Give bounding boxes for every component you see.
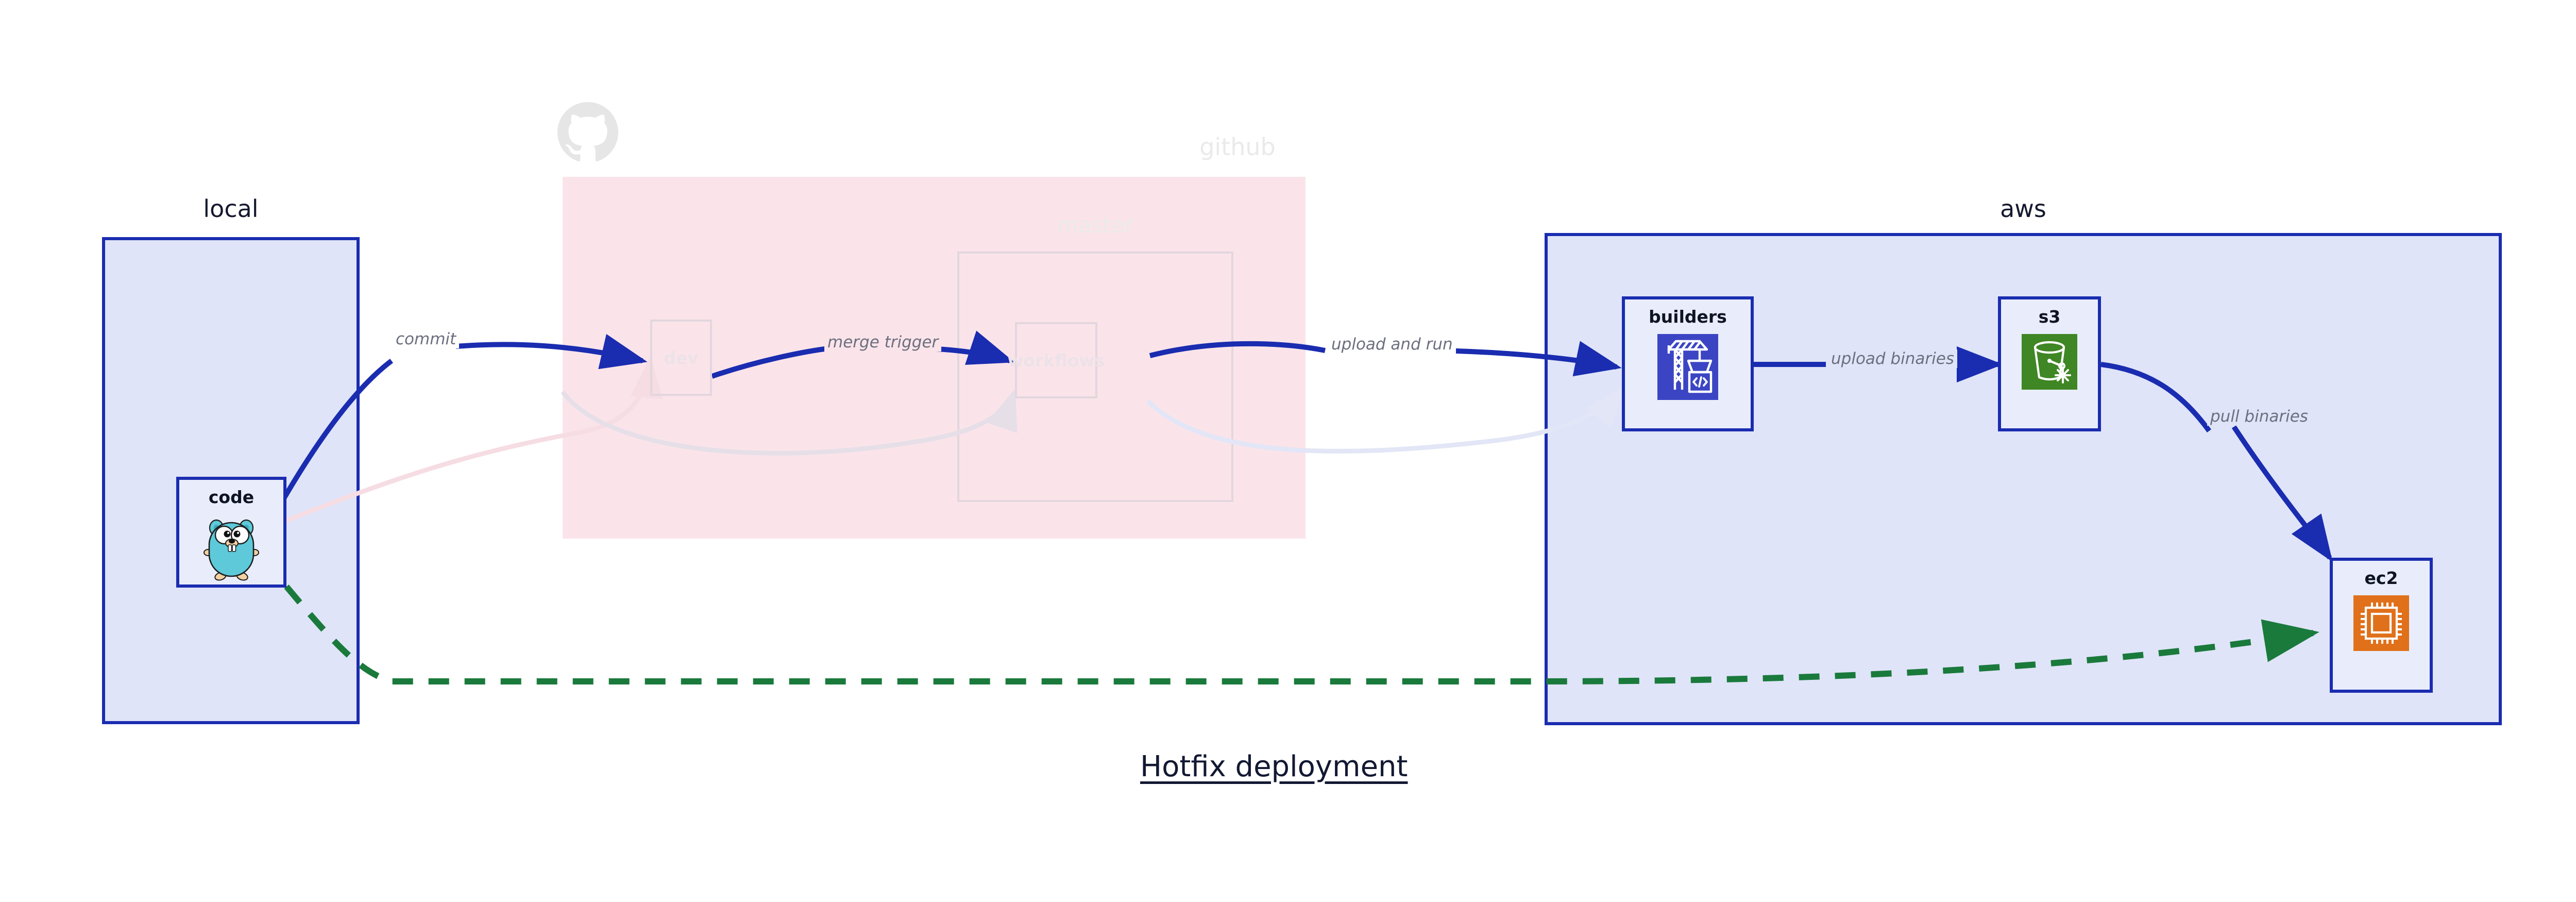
group-title-github: github <box>1199 133 1276 161</box>
aws-codebuild-icon <box>1657 334 1718 400</box>
edge-ghost-workflows-builders <box>1146 385 1625 454</box>
group-title-master: master <box>1057 212 1134 238</box>
go-gopher-icon <box>201 514 262 581</box>
edge-merge-trigger-segment-a <box>711 346 829 379</box>
edge-ghost-dev-workflows <box>561 388 1018 456</box>
edge-commit-segment-b <box>455 333 648 370</box>
node-builders[interactable]: builders <box>1622 296 1754 431</box>
github-octocat-icon <box>557 102 618 163</box>
node-s3[interactable]: s3 <box>1998 296 2101 431</box>
edge-pull-binaries-segment-b <box>2231 425 2333 562</box>
edge-pull-binaries-segment-a <box>2100 362 2212 432</box>
diagram-caption: Hotfix deployment <box>1140 750 1408 783</box>
node-ec2-label: ec2 <box>2364 568 2398 588</box>
node-workflows[interactable]: workflows <box>1008 322 1105 398</box>
node-dev-label: dev <box>664 347 699 368</box>
group-master <box>957 252 1233 502</box>
edge-label-commit: commit <box>393 330 460 348</box>
edge-label-pull-binaries: pull binaries <box>2207 407 2311 426</box>
node-code[interactable]: code <box>176 477 286 588</box>
node-dev[interactable]: dev <box>650 320 712 396</box>
group-github <box>563 177 1306 539</box>
node-s3-label: s3 <box>2038 307 2061 327</box>
aws-s3-bucket-icon <box>2022 334 2077 390</box>
node-builders-label: builders <box>1649 307 1727 327</box>
edge-label-merge-trigger: merge trigger <box>824 333 942 352</box>
node-workflows-label: workflows <box>1007 350 1105 371</box>
edge-upload-and-run-segment-b <box>1440 341 1622 377</box>
edge-hotfix-direct <box>284 584 2319 684</box>
node-ec2[interactable]: ec2 <box>2330 558 2433 693</box>
node-code-label: code <box>208 487 255 507</box>
edge-upload-and-run-segment-a <box>1149 341 1326 358</box>
edge-label-upload-and-run: upload and run <box>1328 335 1456 354</box>
edge-commit-segment-a <box>272 359 394 517</box>
group-title-aws: aws <box>2000 195 2046 223</box>
aws-ec2-chip-icon <box>2353 595 2409 651</box>
edge-ghost-code-dev <box>285 356 663 523</box>
group-title-local: local <box>203 195 259 223</box>
edge-label-upload-binaries: upload binaries <box>1828 349 1957 368</box>
